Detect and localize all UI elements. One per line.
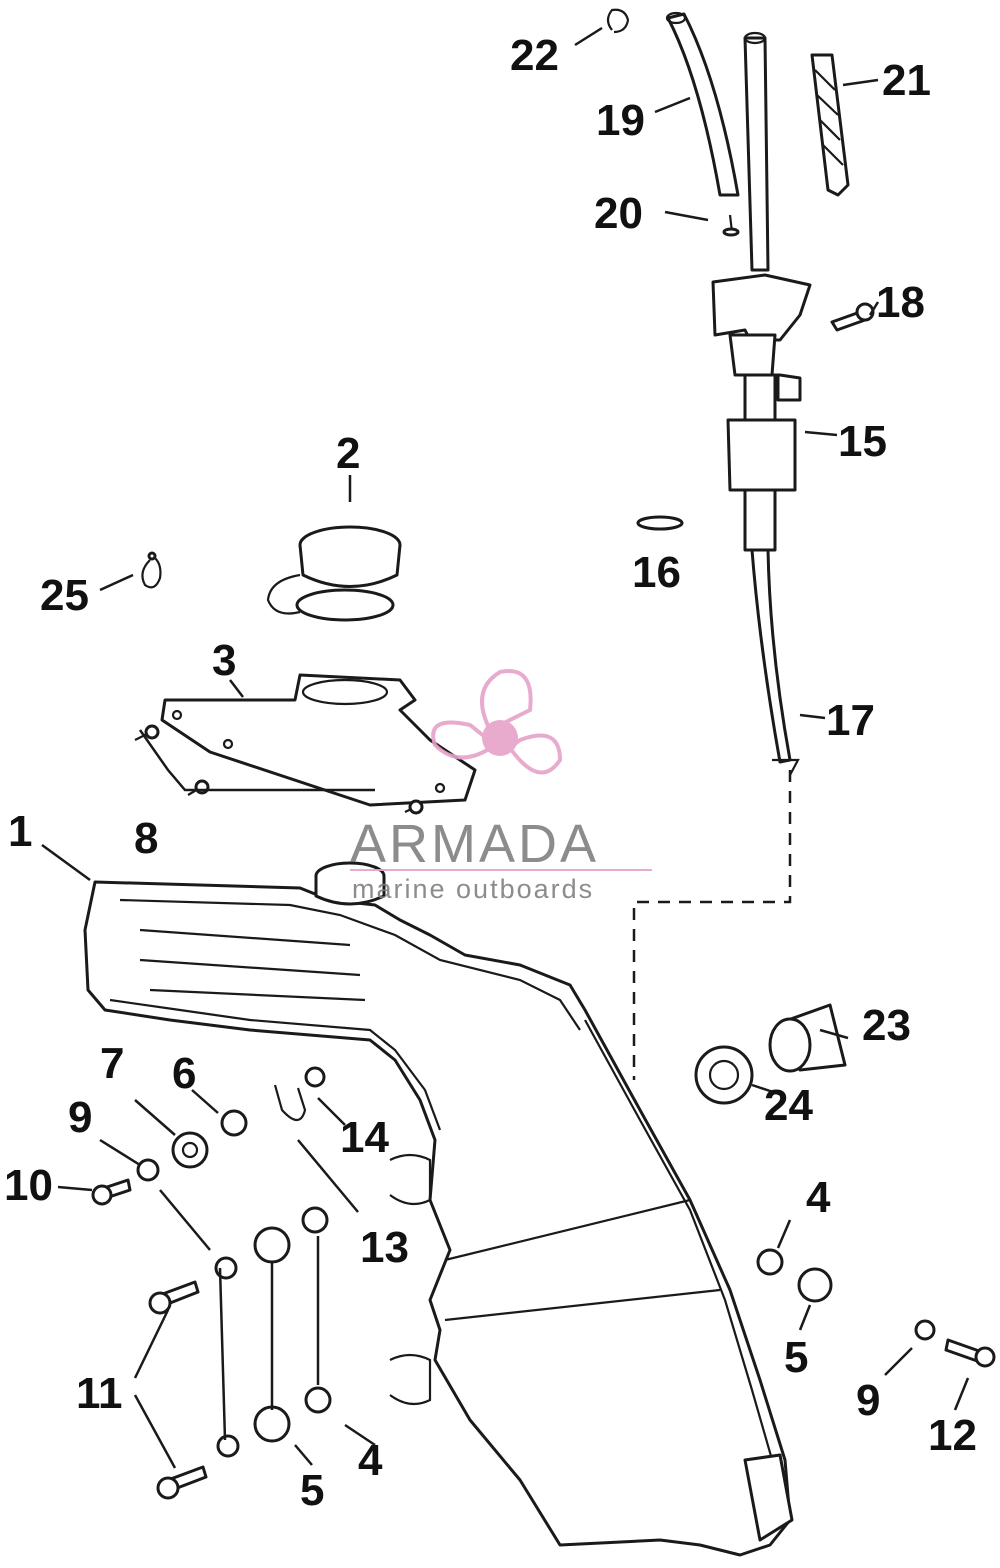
callout-7: 7 (100, 1039, 124, 1088)
hoses (606, 8, 850, 531)
callout-25: 25 (40, 571, 89, 620)
grommets (694, 1003, 847, 1105)
callout-16: 16 (632, 548, 681, 597)
filler-cap (266, 525, 402, 622)
screws-8 (134, 724, 424, 815)
tank (83, 861, 794, 1557)
callout-10: 10 (4, 1161, 53, 1210)
callout-6: 6 (172, 1049, 196, 1098)
watermark: ARMADA marine outboards (350, 669, 652, 904)
watermark-brand: ARMADA (350, 814, 599, 874)
callout-3: 3 (212, 636, 236, 685)
dashed-route (632, 770, 792, 1080)
callout-labels: 1 2 3 4 4 5 5 6 7 8 9 9 10 11 12 13 14 1… (4, 31, 977, 1515)
leader-lines (41, 26, 970, 1469)
callout-2: 2 (336, 429, 360, 478)
callout-14: 14 (340, 1113, 389, 1162)
callout-9: 9 (68, 1093, 92, 1142)
callout-24: 24 (764, 1081, 813, 1130)
cover-plate (160, 673, 477, 807)
callout-22: 22 (510, 31, 559, 80)
callout-19: 19 (596, 96, 645, 145)
callout-4b: 4 (806, 1173, 831, 1222)
callout-17: 17 (826, 696, 875, 745)
callout-5b: 5 (784, 1333, 808, 1382)
callout-1: 1 (8, 807, 32, 856)
callout-21: 21 (882, 56, 931, 105)
propeller-logo (431, 669, 563, 775)
clamp-25 (141, 551, 162, 589)
callout-8: 8 (134, 814, 158, 863)
watermark-tagline: marine outboards (352, 874, 594, 904)
callout-11: 11 (76, 1369, 123, 1418)
callout-5: 5 (300, 1466, 324, 1515)
callout-15: 15 (838, 417, 887, 466)
callout-4: 4 (358, 1436, 383, 1485)
callout-12: 12 (928, 1411, 977, 1460)
callout-13: 13 (360, 1223, 409, 1272)
callout-20: 20 (594, 189, 643, 238)
pickup-assembly (711, 273, 875, 776)
callout-9b: 9 (856, 1376, 880, 1425)
callout-23: 23 (862, 1001, 911, 1050)
callout-18: 18 (876, 278, 925, 327)
hardware-left (91, 1066, 332, 1500)
hardware-right (756, 1248, 996, 1368)
